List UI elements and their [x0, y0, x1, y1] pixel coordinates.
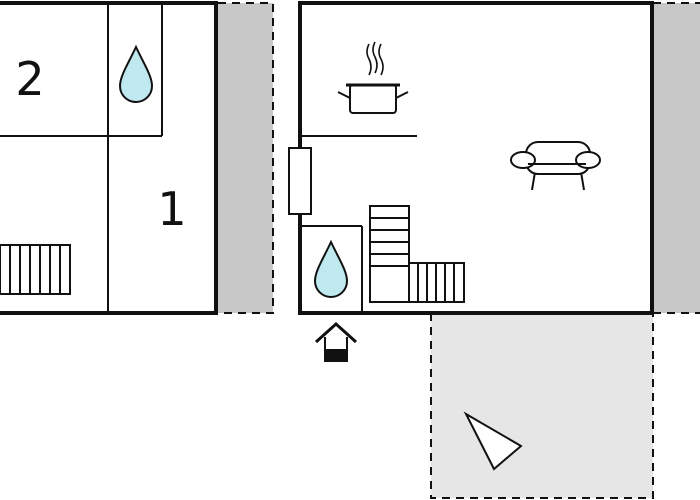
- water-drop-icon: [313, 239, 349, 298]
- terrace-left: [218, 2, 274, 314]
- room-label-1: 1: [157, 182, 186, 236]
- compass-north-arrow-icon: [463, 411, 523, 471]
- room-label-2: 2: [15, 52, 44, 106]
- radiator-icon: [0, 244, 71, 295]
- sofa-icon: [510, 141, 601, 191]
- house-entrance-icon: [314, 321, 358, 362]
- left-building-walls: [0, 1, 218, 315]
- patio: [430, 313, 654, 499]
- window: [288, 147, 312, 215]
- staircase-icon: [369, 205, 465, 303]
- cooking-pot-icon: [337, 41, 409, 114]
- water-drop-icon: [118, 44, 154, 103]
- terrace-right: [653, 2, 700, 314]
